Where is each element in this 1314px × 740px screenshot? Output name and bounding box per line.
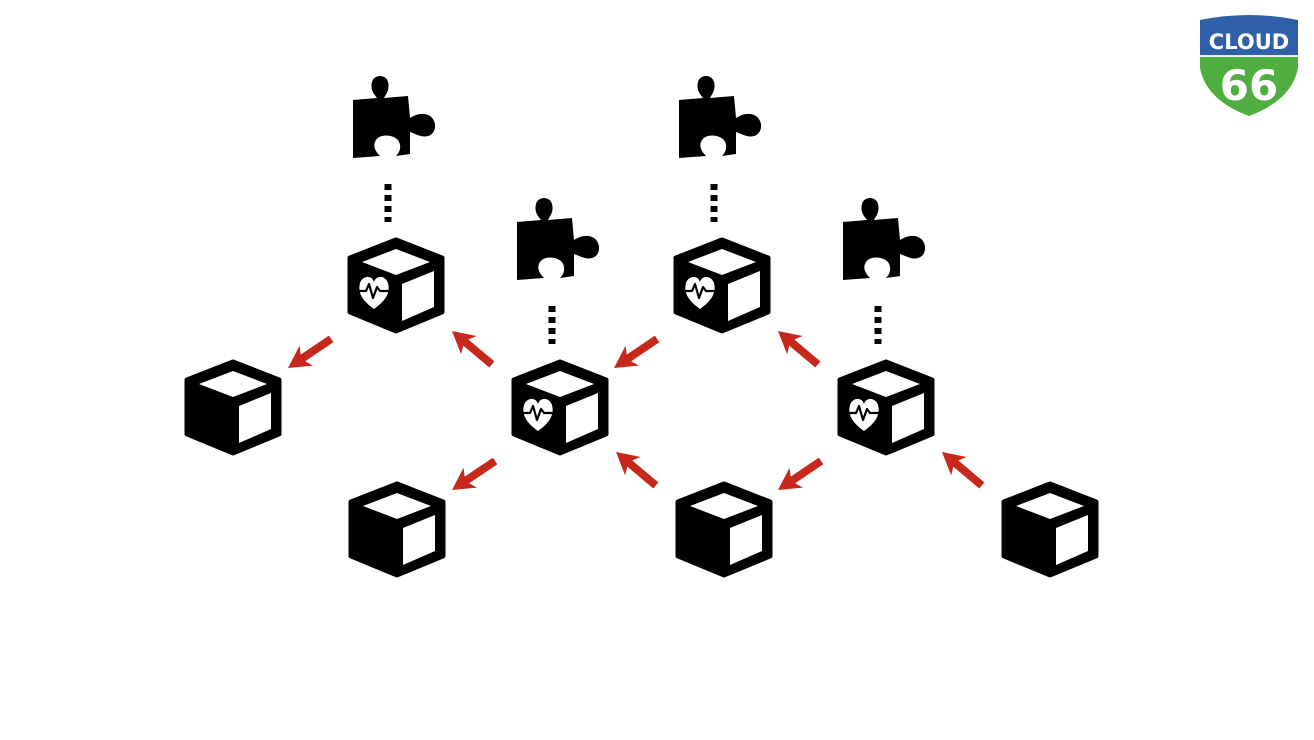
cube-icon: [187, 362, 279, 453]
plugins: [353, 76, 926, 280]
logo-line2: 66: [1220, 61, 1278, 110]
arrow-icon: [770, 321, 826, 374]
puzzle-piece-icon: [679, 76, 762, 158]
cube-heartbeat-icon: [350, 240, 442, 331]
arrow-icon: [934, 442, 990, 495]
puzzle-piece-icon: [353, 76, 436, 158]
arrow-icon: [281, 328, 338, 378]
cube-icon: [678, 484, 770, 575]
cube-heartbeat-icon: [514, 362, 606, 453]
cloud66-logo: CLOUD 66: [1200, 15, 1298, 116]
arrow-icon: [771, 450, 828, 500]
arrow-icon: [607, 328, 664, 378]
logo-line1: CLOUD: [1209, 30, 1289, 54]
puzzle-piece-icon: [843, 198, 926, 280]
cube-heartbeat-icon: [840, 362, 932, 453]
plugin-connectors: [384, 184, 882, 344]
cube-icon: [1004, 484, 1096, 575]
cube-heartbeat-icon: [676, 240, 768, 331]
cube-icon: [351, 484, 443, 575]
puzzle-piece-icon: [517, 198, 600, 280]
arrow-icon: [444, 321, 500, 374]
arrow-icon: [608, 442, 664, 495]
arrow-icon: [445, 450, 502, 500]
